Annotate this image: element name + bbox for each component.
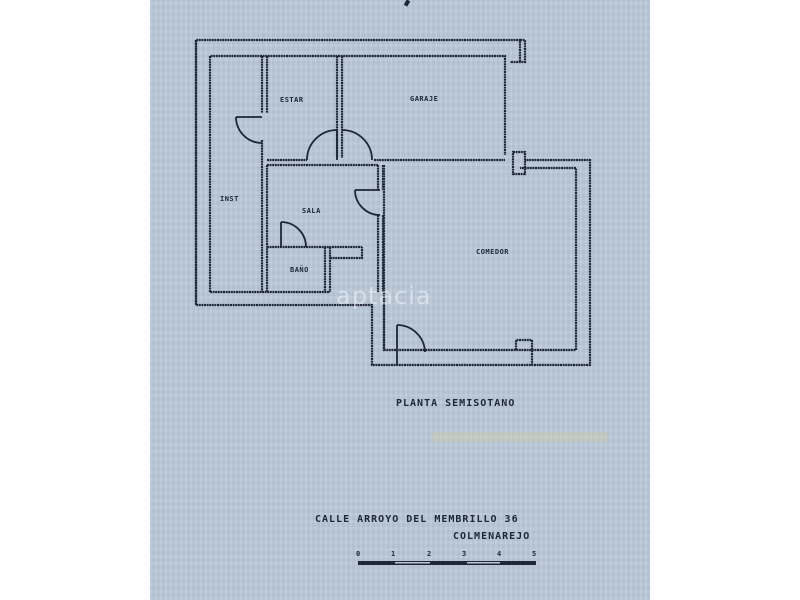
scale-tick-label: 3 [462,550,467,558]
scale-bar [358,561,536,565]
scale-tick-label: 4 [497,550,502,558]
door-swing [354,189,381,216]
watermark: aptacia [336,282,432,310]
plan-title: PLANTA SEMISOTANO [396,398,516,409]
scale-tick-label: 2 [427,550,432,558]
door-swing [341,129,373,161]
address-town: COLMENAREJO [453,531,531,542]
outer-wall [194,38,522,305]
room-label-bano: BAÑO [290,266,309,274]
inner-wall [208,54,507,292]
room-label-garaje: GARAJE [410,95,439,103]
door-swing [306,129,338,161]
scale-tick-label: 5 [532,550,537,558]
outer-wall [194,40,592,367]
address-street: CALLE ARROYO DEL MEMBRILLO 36 [315,514,519,525]
door-swing [280,221,307,248]
highlight-strip [432,432,607,442]
room-label-estar: ESTAR [280,96,304,104]
scale-tick-label: 0 [356,550,361,558]
door-swing [396,324,426,353]
scale-tick-label: 1 [391,550,396,558]
room-label-comedor: COMEDOR [476,248,510,256]
door-swing [235,116,263,144]
room-label-sala: SALA [302,207,321,215]
blueprint-paper [150,0,650,600]
room-label-inst: INST [220,195,239,203]
